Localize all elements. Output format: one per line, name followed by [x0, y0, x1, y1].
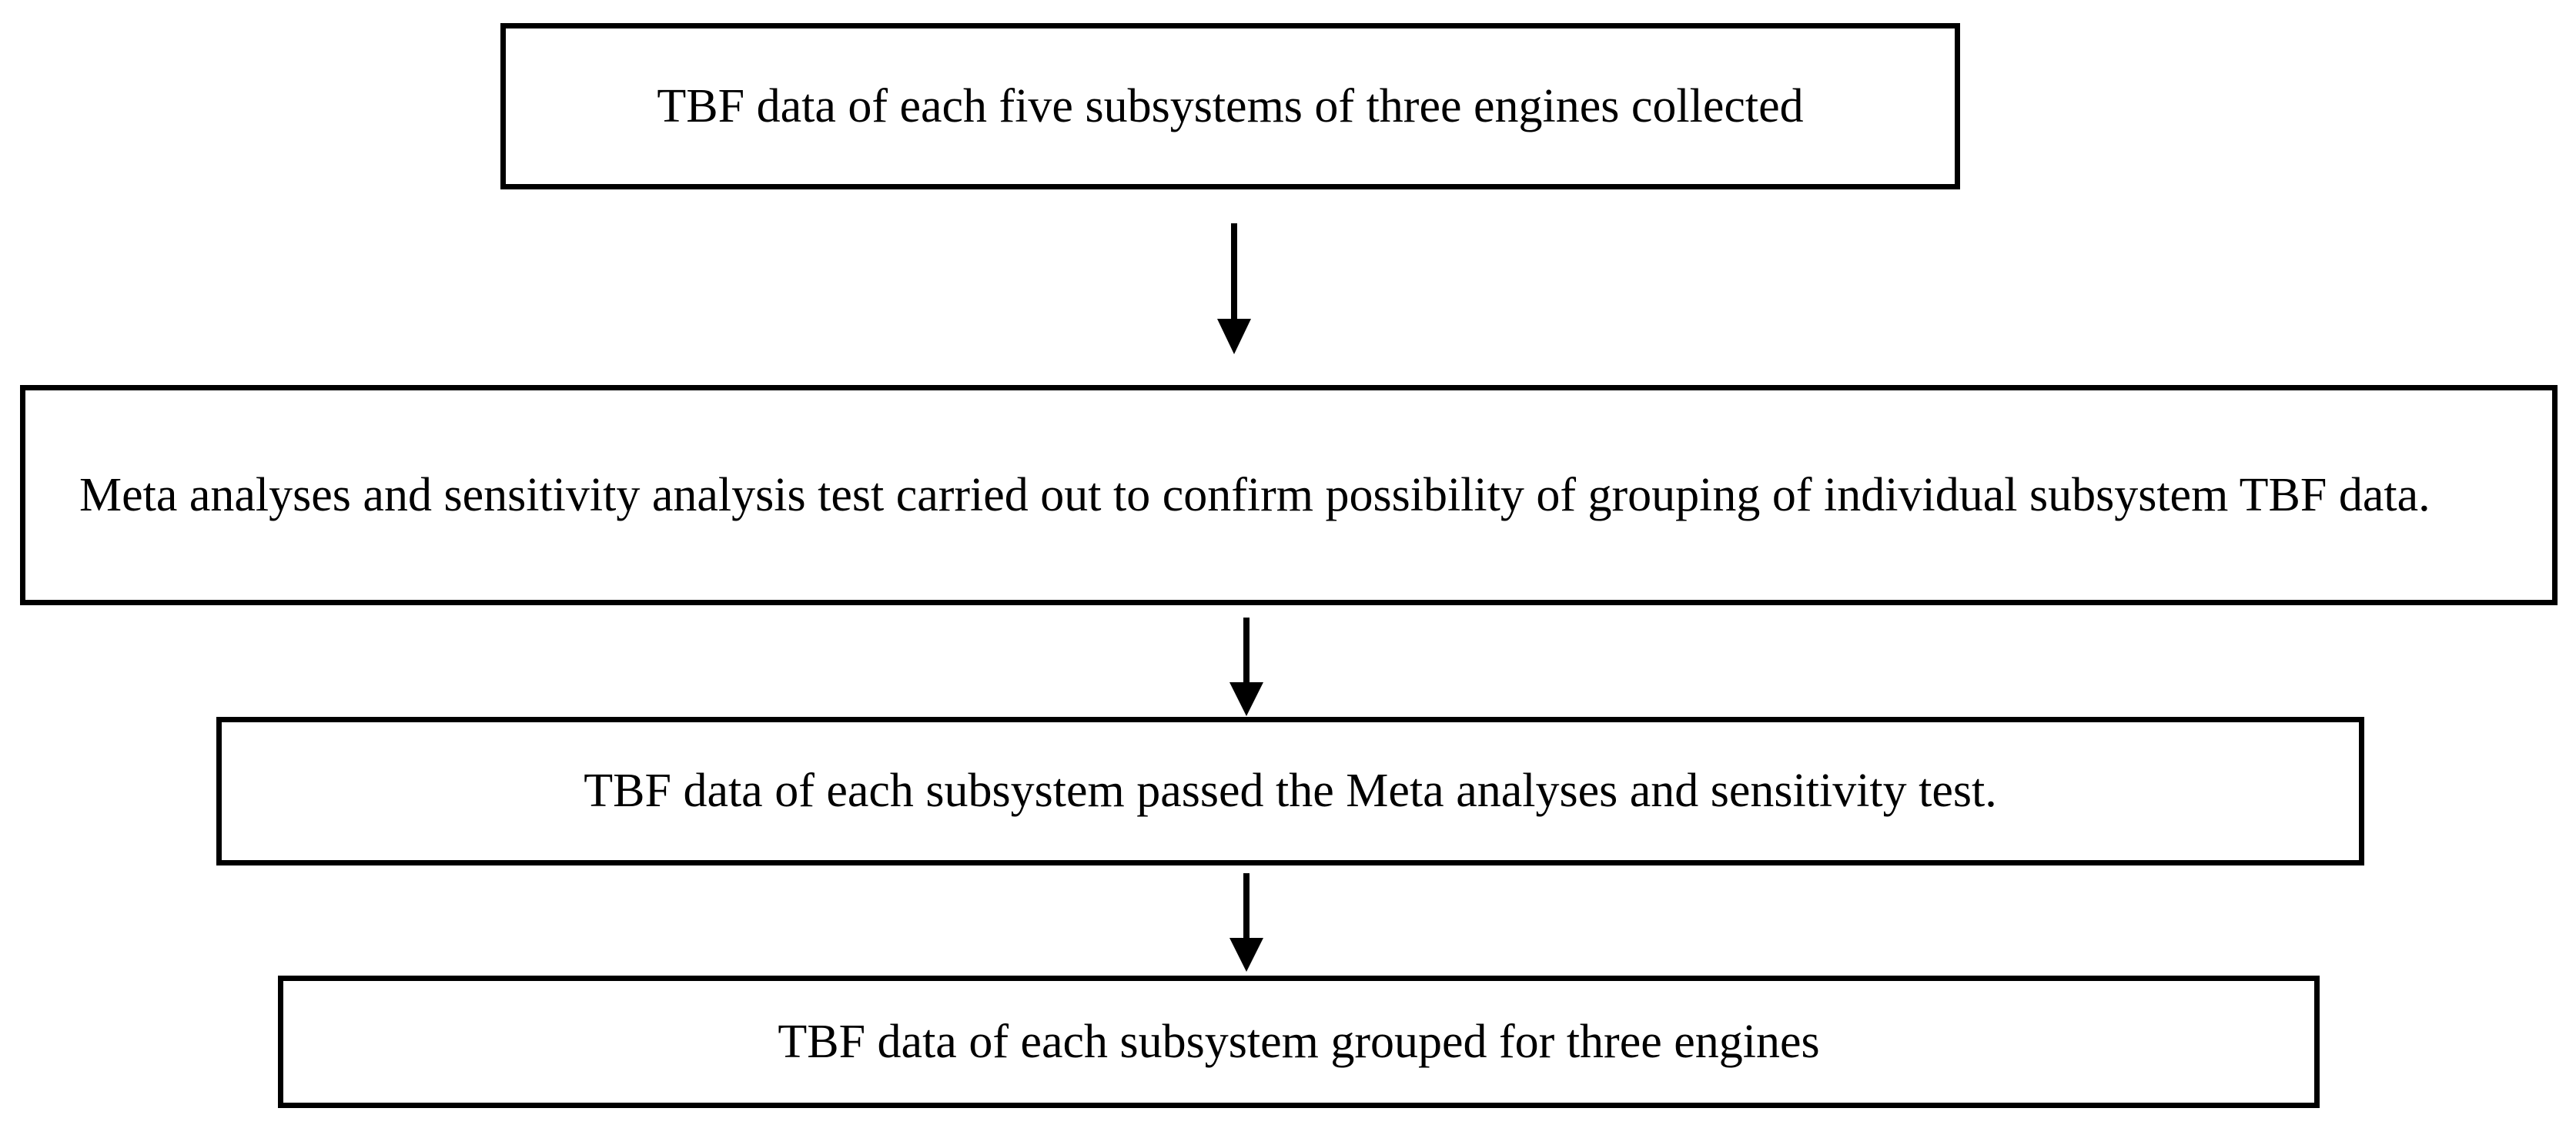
flow-step-label: TBF data of each subsystem grouped for t…	[778, 1015, 1820, 1068]
flow-step-passed-test: TBF data of each subsystem passed the Me…	[216, 717, 2364, 865]
arrow-down-icon	[1229, 873, 1263, 972]
flow-step-label: TBF data of each five subsystems of thre…	[657, 79, 1804, 132]
flow-step-label: TBF data of each subsystem passed the Me…	[584, 765, 1997, 817]
arrow-down-icon	[1229, 618, 1263, 716]
flow-step-label: Meta analyses and sensitivity analysis t…	[79, 468, 2430, 521]
flow-step-meta-analysis: Meta analyses and sensitivity analysis t…	[20, 385, 2558, 605]
flow-step-collect-data: TBF data of each five subsystems of thre…	[500, 23, 1960, 189]
flow-step-grouped-data: TBF data of each subsystem grouped for t…	[278, 976, 2320, 1108]
arrow-down-icon	[1217, 223, 1251, 354]
